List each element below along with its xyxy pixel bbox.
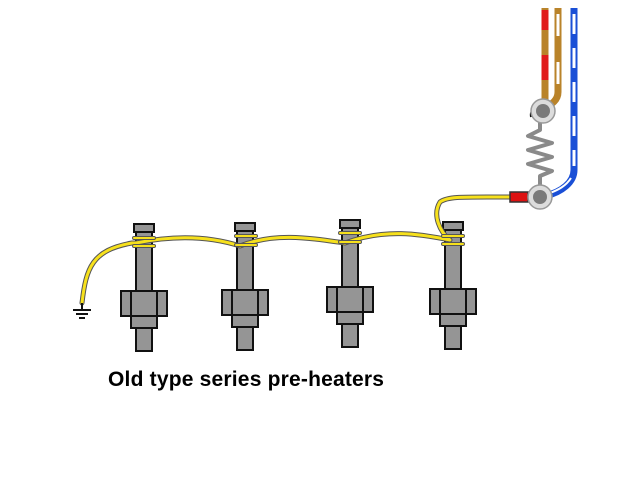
red-connector (509, 191, 529, 203)
brown-red-wire (541, 8, 562, 112)
glow-plug-4 (429, 221, 477, 350)
resistor-coil-icon (526, 118, 554, 190)
series-wire (79, 194, 515, 306)
diagram-caption: Old type series pre-heaters (108, 368, 385, 391)
ground-icon (73, 303, 91, 319)
terminal-icon (527, 98, 556, 210)
